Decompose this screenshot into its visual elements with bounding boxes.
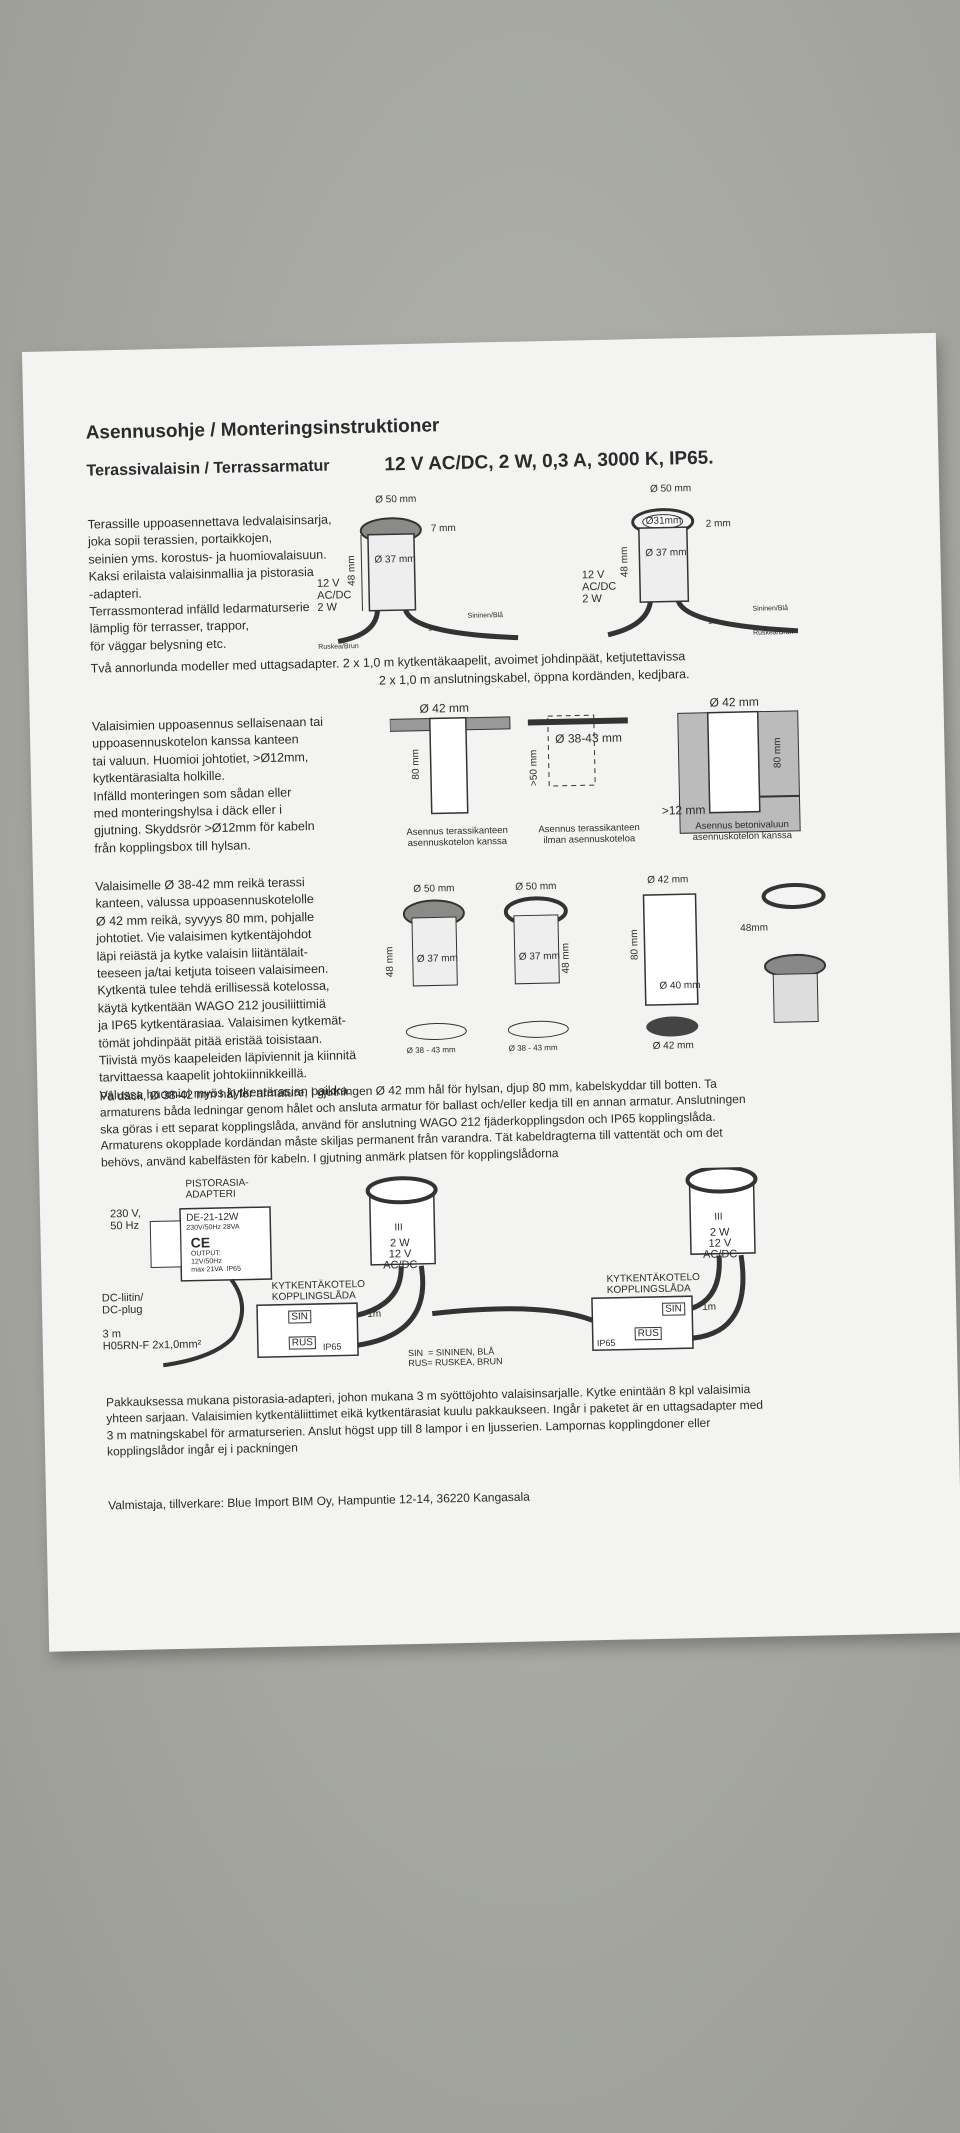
supply-cable-label: 3 m H05RN-F 2x1,0mm² — [102, 1328, 202, 1353]
junction-box-2-label: KYTKENTÄKOTELO KOPPLINGSLÅDA — [606, 1272, 701, 1296]
lamp-a-cable-length: 1m — [367, 1308, 382, 1320]
dimension-figures: Ø 50 mm Ø 37 mm 48 mm Ø 38 - 43 mm Ø 50 … — [384, 865, 837, 1064]
dc-plug-label: DC-liitin/ DC-plug — [101, 1291, 144, 1317]
lamp-a-class: III — [394, 1222, 403, 1234]
lamp1-blue-wire: Sininen/Blå — [467, 611, 504, 620]
dimA-hole: Ø 38 - 43 mm — [406, 1045, 456, 1056]
manufacturer-line: Valmistaja, tillverkare: Blue Import BIM… — [108, 1489, 530, 1513]
adapter-rating: 230V/50Hz 28VA — [186, 1223, 240, 1232]
lamp-model-1-figure: Ø 50 mm 7 mm Ø 37 mm 48 mm 12 V AC/DC 2 … — [315, 491, 533, 655]
dimC-diameter-42b: Ø 42 mm — [652, 1040, 694, 1052]
dimA-diameter-37: Ø 37 mm — [416, 953, 459, 965]
lamp2-wire-length: 1m — [707, 616, 720, 626]
installation-methods-figure: Ø 42 mm 80 mm Asennus terassikanteen ase… — [389, 690, 822, 859]
dimB-diameter-37: Ø 37 mm — [518, 950, 561, 963]
lamp-b-class: III — [714, 1211, 723, 1223]
install3-caption: Asennus betonivaluun asennuskotelon kans… — [692, 819, 793, 844]
ce-mark: CE — [190, 1234, 211, 1251]
dimA-height: 48 mm — [384, 946, 396, 978]
lamp2-gap: 2 mm — [705, 518, 731, 530]
recess-install-text: Valaisimien uppoasennus sellaisenaan tai… — [91, 714, 324, 856]
install3-conduit: >12 mm — [661, 802, 706, 818]
install3-diameter: Ø 42 mm — [709, 694, 759, 710]
box2-ip65: IP65 — [596, 1337, 616, 1349]
document-subtitle: Terassivalaisin / Terrassarmatur — [86, 457, 330, 480]
box2-rus-terminal: RUS — [634, 1326, 662, 1341]
lamp-model-1-drawing — [337, 517, 519, 644]
lamp-a-rating: 2 W 12 V AC/DC — [383, 1237, 418, 1272]
lamp1-wire-length: 1m — [427, 623, 440, 633]
wiring-drawing — [149, 1165, 758, 1368]
dimD-height: 48mm — [740, 922, 769, 935]
lamp-b-rating: 2 W 12 V AC/DC — [702, 1226, 738, 1261]
install2-depth: >50 mm — [528, 749, 540, 787]
package-contents-text: Pakkauksessa mukana pistorasia-adapteri,… — [105, 1381, 764, 1459]
instruction-sheet: Asennusohje / Monteringsinstruktioner Te… — [22, 332, 960, 1652]
intro-text: Terassille uppoasennettava ledvalaisinsa… — [87, 512, 332, 654]
install1-diameter: Ø 42 mm — [419, 700, 470, 716]
box1-ip65: IP65 — [322, 1341, 342, 1352]
dimA-diameter-50: Ø 50 mm — [413, 883, 455, 895]
dimB-hole: Ø 38 - 43 mm — [508, 1042, 558, 1053]
dimC-depth: 80 mm — [629, 929, 641, 961]
install3-depth: 80 mm — [772, 737, 784, 769]
junction-box-1-label: KYTKENTÄKOTELO KOPPLINGSLÅDA — [271, 1279, 366, 1303]
wiring-diagram: 230 V, 50 Hz PISTORASIA- ADAPTERI DE-21-… — [99, 1165, 823, 1380]
lamp1-gap: 7 mm — [430, 522, 456, 535]
install1-caption: Asennus terassikanteen asennuskotelon ka… — [406, 824, 508, 850]
lamp2-voltage: 12 V AC/DC 2 W — [581, 568, 617, 606]
product-spec: 12 V AC/DC, 2 W, 0,3 A, 3000 K, IP65. — [384, 447, 714, 476]
mains-voltage: 230 V, 50 Hz — [109, 1207, 141, 1233]
lamp2-height: 48 mm — [618, 546, 631, 578]
box2-sin-terminal: SIN — [662, 1302, 685, 1316]
dimB-height: 48 mm — [560, 942, 572, 974]
box1-rus-terminal: RUS — [288, 1336, 317, 1350]
lamp2-diameter-37: Ø 37 mm — [645, 547, 687, 559]
dimC-diameter-40: Ø 40 mm — [659, 979, 701, 992]
installation-methods-drawing — [389, 710, 801, 834]
adapter-model: DE-21-12W — [186, 1211, 239, 1224]
lamp1-diameter-37: Ø 37 mm — [374, 553, 416, 566]
lamp-model-2-drawing — [607, 508, 799, 638]
hole-install-text: Valaisimelle Ø 38-42 mm reikä terassi ka… — [95, 875, 357, 1103]
document-title: Asennusohje / Monteringsinstruktioner — [85, 415, 440, 444]
wire-color-legend: SIN = SININEN, BLÅ RUS= RUSKEA, BRUN — [407, 1346, 503, 1369]
lamp2-diameter-50: Ø 50 mm — [649, 483, 692, 495]
install2-diameter: Ø 38-43 mm — [555, 730, 623, 746]
lamp-model-2-figure: Ø 50 mm Ø31mm 2 mm Ø 37 mm 48 mm 12 V AC… — [580, 481, 813, 651]
lamp1-brown-wire: Ruskea/Brun — [318, 643, 359, 651]
lamp2-blue-wire: Sininen/Blå — [752, 605, 789, 613]
swedish-install-text: På däck, Ø 38-42 mm hål för armature, i … — [99, 1076, 746, 1170]
box1-sin-terminal: SIN — [288, 1310, 312, 1324]
lamp2-brown-wire: Ruskea/Brun — [752, 628, 794, 637]
lamp1-diameter-50: Ø 50 mm — [375, 493, 417, 506]
dimension-drawing — [402, 882, 827, 1040]
lamp1-voltage: 12 V AC/DC 2 W — [316, 577, 352, 614]
lamp-b-cable-length: 1m — [702, 1301, 717, 1313]
dimC-diameter-42: Ø 42 mm — [647, 874, 689, 887]
install2-caption: Asennus terassikanteen ilman asennuskote… — [538, 822, 640, 847]
dimB-diameter-50: Ø 50 mm — [515, 880, 557, 893]
install1-depth: 80 mm — [410, 748, 422, 780]
lamp2-diameter-31: Ø31mm — [645, 515, 682, 527]
adapter-output: OUTPUT: 12V/50Hz max 21VA IP65 — [190, 1250, 242, 1274]
adapter-title: PISTORASIA- ADAPTERI — [185, 1177, 249, 1201]
